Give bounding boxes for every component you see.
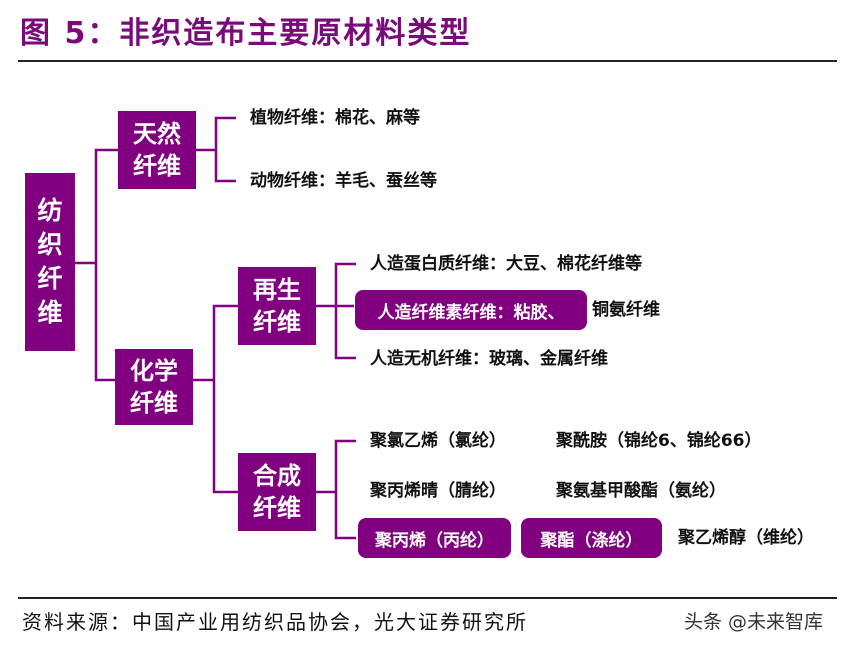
root-node-textile-fiber: 纺 织 纤 维 [25,173,75,351]
bracket-synthetic [316,439,356,540]
regenerated-item-cellulose-highlight: 人造纤维素纤维：粘胶、 [355,290,587,330]
regenerated-item-inorganic: 人造无机纤维：玻璃、金属纤维 [370,349,608,369]
watermark: 头条 @未来智库 [680,607,828,634]
regenerated-item-cellulose-rest: 铜氨纤维 [592,300,660,320]
source-note: 资料来源：中国产业用纺织品协会，光大证券研究所 [22,610,528,634]
node-chemical-fiber: 化学 纤维 [115,349,193,425]
bracket-chemical [193,304,238,494]
synthetic-polyester-highlight: 聚酯（涤纶） [521,518,662,558]
source-divider [18,597,837,599]
synthetic-polyurethane: 聚氨基甲酸酯（氨纶） [556,481,726,501]
synthetic-acrylic: 聚丙烯晴（腈纶） [370,481,506,501]
synthetic-polypropylene-highlight: 聚丙烯（丙纶） [358,518,511,558]
title-divider [18,60,837,62]
synthetic-polyamide: 聚酰胺（锦纶6、锦纶66） [556,431,762,451]
bracket-natural [196,116,236,183]
bracket-regenerated [316,262,356,360]
node-synthetic-fiber: 合成 纤维 [238,453,316,531]
node-natural-fiber: 天然 纤维 [118,111,196,189]
natural-item-animal: 动物纤维：羊毛、蚕丝等 [250,171,437,191]
bracket-root [75,148,118,382]
synthetic-pvc: 聚氯乙烯（氯纶） [370,431,506,451]
regenerated-item-protein: 人造蛋白质纤维：大豆、棉花纤维等 [370,254,642,274]
node-regenerated-fiber: 再生 纤维 [238,267,316,345]
synthetic-pva: 聚乙烯醇（维纶） [678,528,814,548]
natural-item-plant: 植物纤维：棉花、麻等 [250,108,420,128]
page-title: 图 5：非织造布主要原材料类型 [20,16,472,51]
